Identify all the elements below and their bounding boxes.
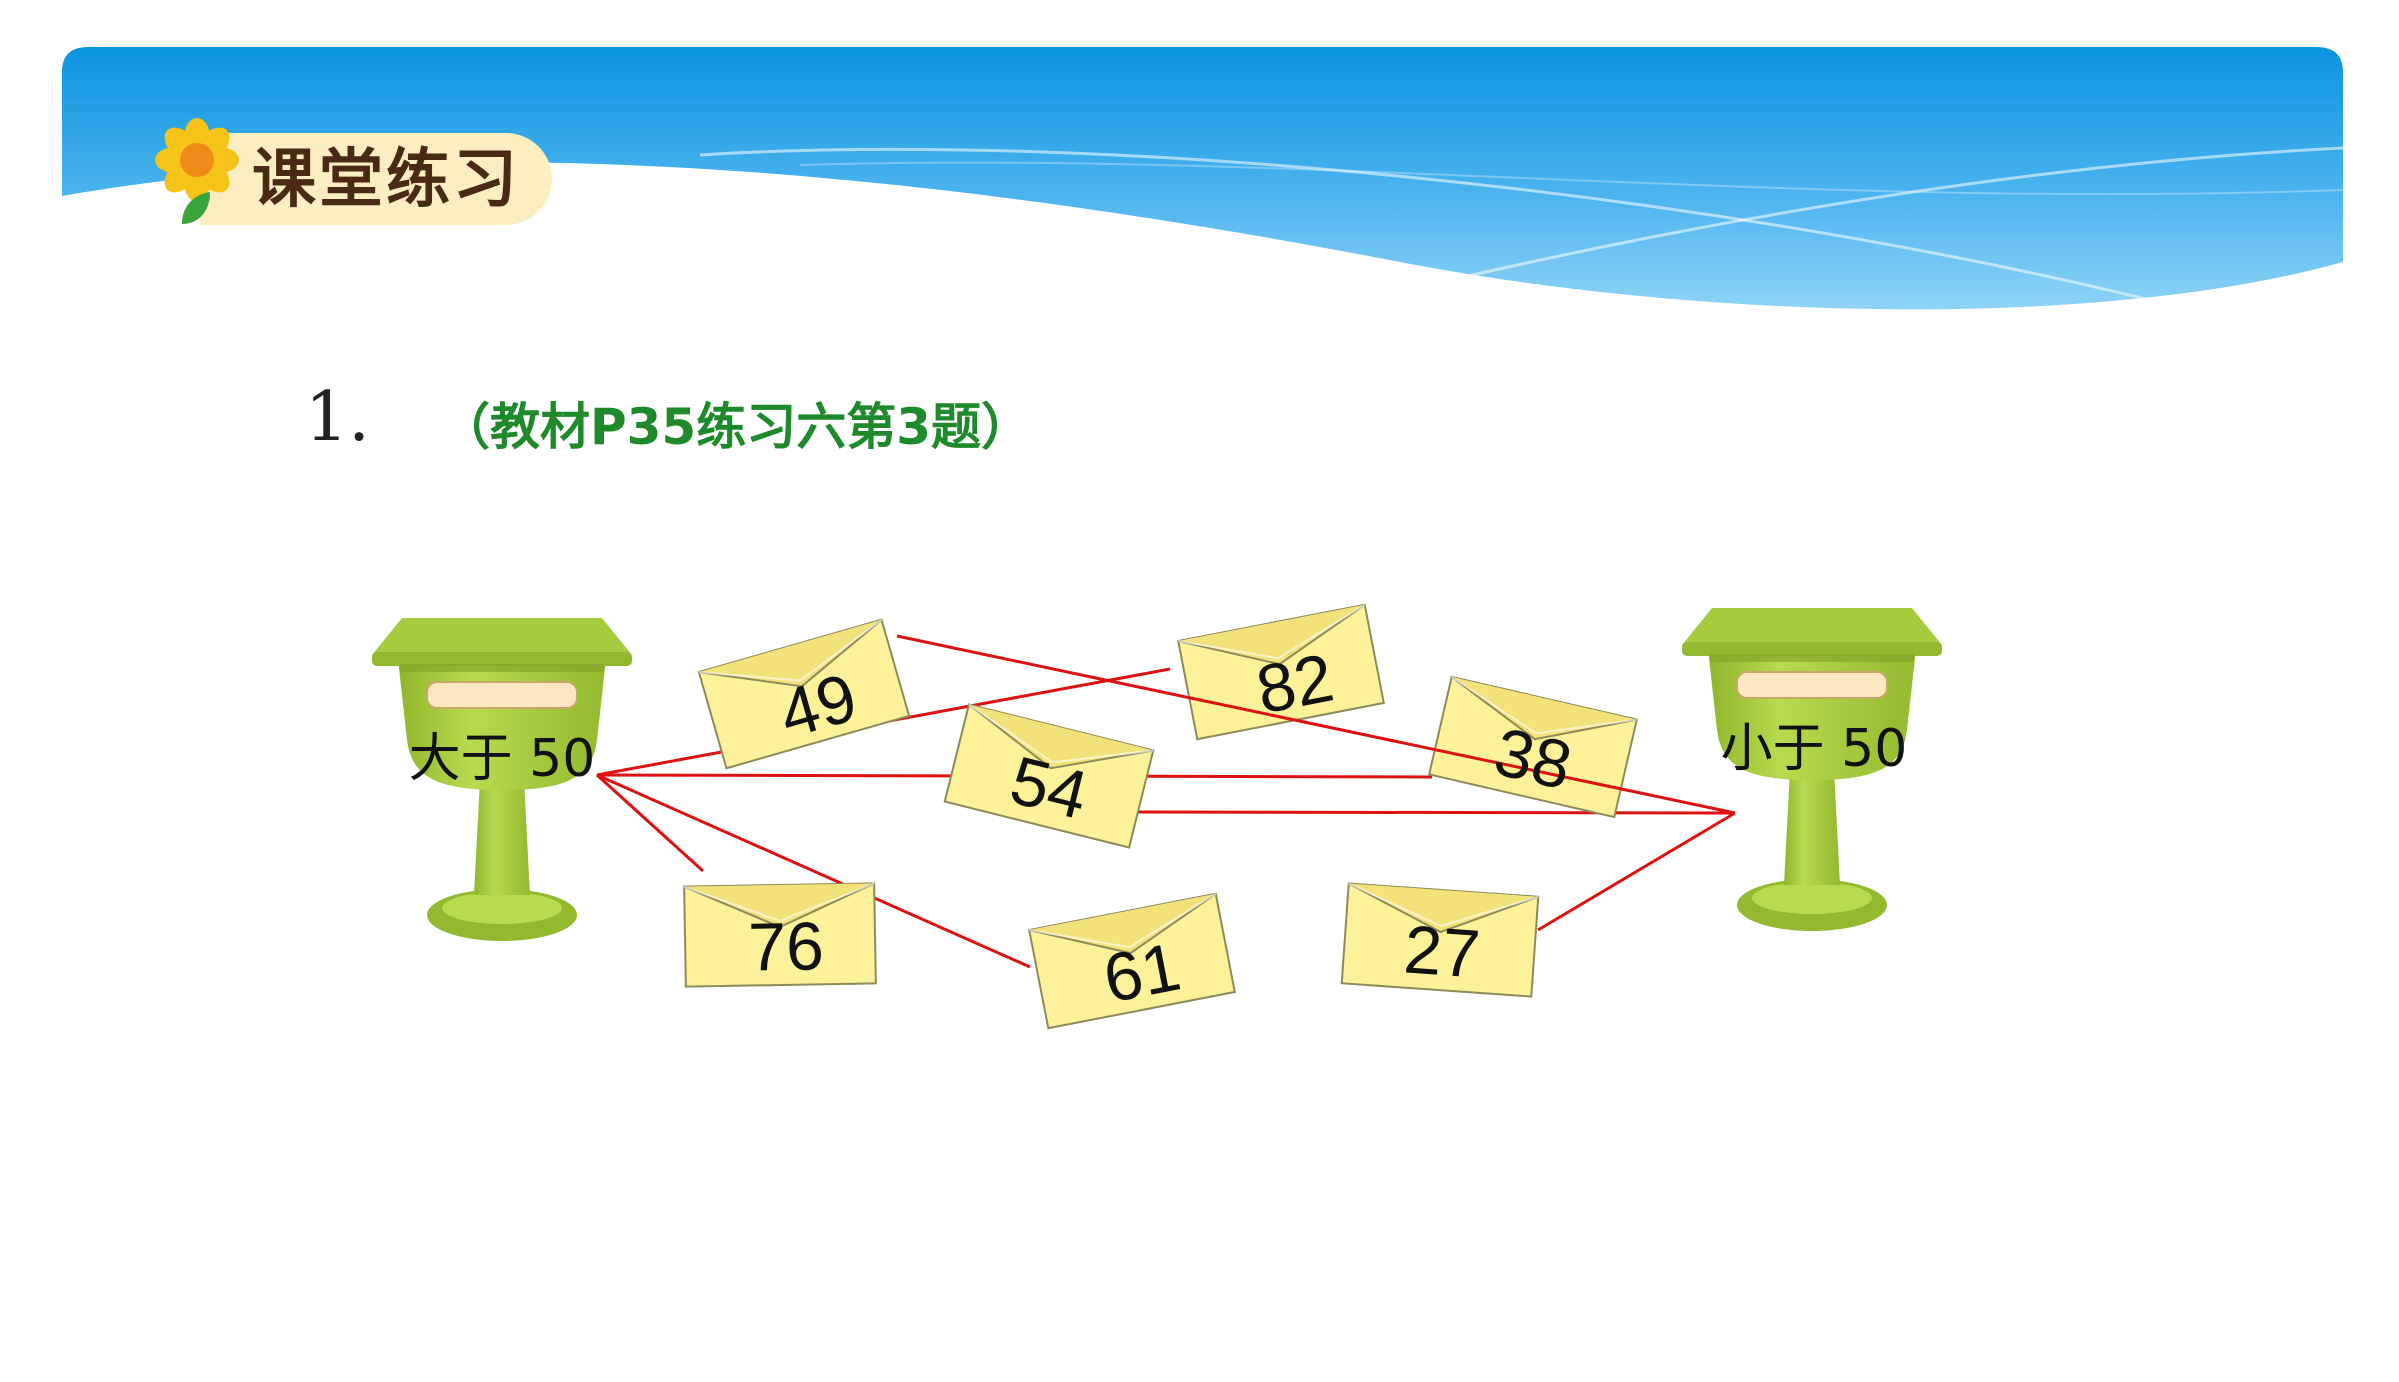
question-reference: （教材P35练习六第3题）: [440, 398, 1032, 456]
title-pill: [200, 133, 552, 225]
mailbox-label-less: 小于 50: [1720, 719, 1908, 779]
sunflower-icon: [155, 118, 239, 224]
mailbox-label-greater: 大于 50: [408, 729, 596, 789]
connector-line-38: [1134, 810, 1736, 815]
section-title: 课堂练习: [252, 143, 520, 217]
question-number: 1.: [305, 378, 370, 457]
header-banner: [62, 47, 2344, 310]
envelope-number-76: 76: [747, 908, 825, 986]
connector-line-61: [596, 773, 1031, 969]
connector-line-27: [1537, 811, 1736, 932]
envelope-number-27: 27: [1401, 911, 1483, 993]
connector-line-76: [595, 773, 705, 873]
connector-line-49: [896, 634, 1736, 815]
